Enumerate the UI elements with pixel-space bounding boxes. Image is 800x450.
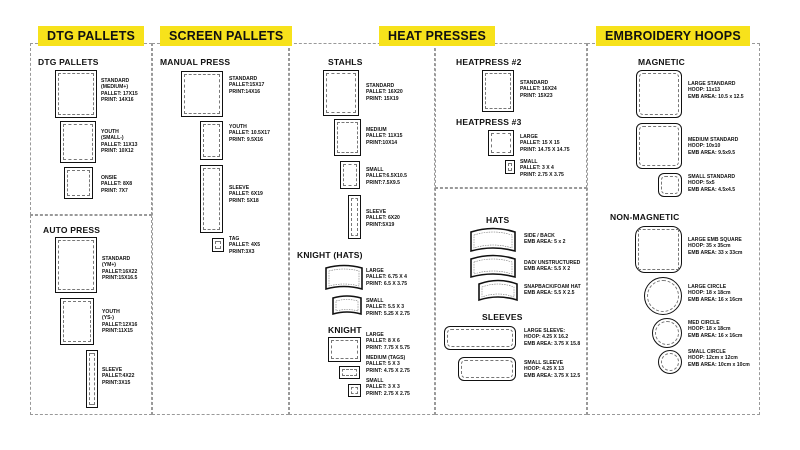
knight-hats-title: KNIGHT (HATS) <box>297 250 363 260</box>
nonmagnetic-large-square-hoop <box>635 226 682 273</box>
heatpress2-title: HEATPRESS #2 <box>456 57 522 67</box>
sleeves-large-hoop <box>444 326 516 350</box>
knight-title: KNIGHT <box>328 325 362 335</box>
auto-standard-pallet <box>55 237 97 293</box>
hats-snapback-hoop <box>478 279 518 302</box>
heatpress2-standard-pallet <box>482 70 514 112</box>
hats-title: HATS <box>486 215 510 225</box>
embroidery-header: EMBROIDERY HOOPS <box>596 26 750 46</box>
dtg-title: DTG PALLETS <box>38 57 99 67</box>
nonmagnetic-med-circle-hoop <box>652 318 682 348</box>
knight-hats-small-pallet <box>332 295 362 316</box>
auto-youth-pallet <box>60 298 94 345</box>
knight-large-pallet <box>328 337 361 362</box>
hats-side-back-hoop <box>470 227 516 253</box>
stahls-medium-pallet <box>334 119 361 156</box>
stahls-sleeve-pallet <box>348 195 361 239</box>
stahls-small-pallet <box>340 161 360 189</box>
manual-press-title: MANUAL PRESS <box>160 57 231 67</box>
sleeves-small-hoop <box>458 357 516 381</box>
dtg-header: DTG PALLETS <box>38 26 145 46</box>
manual-standard-pallet <box>181 71 223 117</box>
heat-header: HEAT PRESSES <box>379 26 496 46</box>
hats-sleeves-section-frame <box>435 188 587 415</box>
heatpress3-large-pallet <box>488 130 514 156</box>
heatpress3-title: HEATPRESS #3 <box>456 117 522 127</box>
auto-press-section-frame <box>30 215 152 415</box>
heat-left-section-frame <box>289 43 435 415</box>
manual-youth-pallet <box>200 121 223 160</box>
knight-medium-pallet <box>339 366 360 379</box>
nonmagnetic-title: NON-MAGNETIC <box>610 212 680 222</box>
magnetic-title: MAGNETIC <box>638 57 685 67</box>
auto-press-title: AUTO PRESS <box>43 225 101 235</box>
stahls-title: STAHLS <box>328 57 363 67</box>
stahls-standard-pallet <box>323 70 359 116</box>
dtg-onsie-pallet <box>64 167 93 199</box>
sleeves-title: SLEEVES <box>482 312 523 322</box>
hats-dad-unstructured-hoop <box>470 254 516 279</box>
heatpress3-small-pallet <box>505 160 515 174</box>
auto-sleeve-pallet <box>86 350 98 408</box>
dtg-youth-pallet <box>60 121 96 163</box>
magnetic-large-hoop <box>636 70 682 118</box>
knight-hats-large-pallet <box>325 264 363 291</box>
knight-small-pallet <box>348 384 361 397</box>
heat-right-section-frame <box>435 43 587 188</box>
manual-sleeve-pallet <box>200 165 223 233</box>
dtg-standard-pallet <box>55 70 97 118</box>
magnetic-medium-hoop <box>636 123 682 169</box>
magnetic-small-hoop <box>658 173 682 197</box>
manual-tag-pallet <box>212 238 224 252</box>
nonmagnetic-large-circle-hoop <box>644 277 682 315</box>
nonmagnetic-small-circle-hoop <box>658 350 682 374</box>
screen-header: SCREEN PALLETS <box>160 26 293 46</box>
